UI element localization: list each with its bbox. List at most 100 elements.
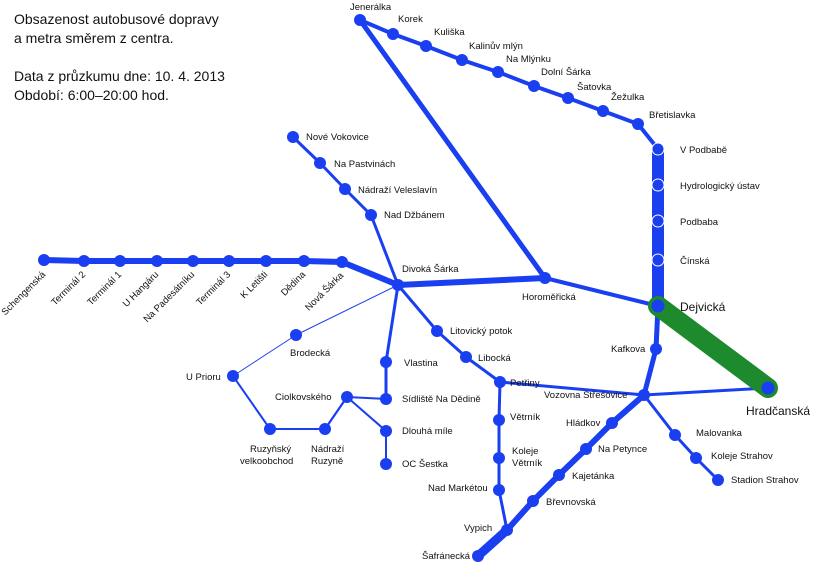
label-kuliska: Kuliška [434,27,465,38]
route-segment [543,276,660,308]
stop-nova-sarka[interactable] [336,256,348,268]
metro-line [648,296,778,398]
stop-na-mlynku[interactable] [492,66,504,78]
label-ruzynsky-line2: velkoobchod [240,456,293,467]
header-title-line-2: a metra směrem z centra. [14,30,174,46]
stop-vlastina[interactable] [380,356,392,368]
stop-ciolkovskeho[interactable] [341,391,353,403]
stop-hradcanska[interactable] [758,378,778,398]
label-na-pastvinach: Na Pastvinách [334,159,395,170]
stop-nadrazi-ruzyne[interactable] [319,423,331,435]
stop-markers [38,14,778,562]
stop-dejvicka[interactable] [648,296,668,316]
stop-terminal-3[interactable] [223,255,235,267]
label-stadion-strahov: Stadion Strahov [731,475,799,486]
label-sidliste-na-dedine: Sídliště Na Dědině [402,394,481,405]
label-safranecka: Šafránecká [422,551,471,562]
stop-korek[interactable] [387,28,399,40]
header-time-period: Období: 6:00–20:00 hod. [14,87,169,103]
stop-na-pastvinach[interactable] [314,157,326,169]
stop-schengenska[interactable] [38,254,50,266]
route-segment [41,257,401,288]
stop-dedina[interactable] [298,255,310,267]
label-hradcanska: Hradčanská [746,404,810,418]
route-segment [357,17,548,281]
stop-nad-dzbanem[interactable] [365,209,377,221]
stop-u-hangaru[interactable] [151,255,163,267]
route-segment [498,380,770,397]
stop-safranecka[interactable] [472,550,484,562]
label-vlastina: Vlastina [404,358,439,369]
stop-terminal-2[interactable] [78,255,90,267]
stop-litovicky-potok[interactable] [431,325,443,337]
stop-k-letisti[interactable] [260,255,272,267]
label-hladkov: Hládkov [566,418,601,429]
stop-koleje-strahov[interactable] [690,452,702,464]
stop-na-padesatniku[interactable] [187,255,199,267]
stop-oc-sestka[interactable] [380,458,392,470]
label-bretislavka: Břetislavka [649,110,696,121]
stop-kafkova[interactable] [650,343,662,355]
stop-terminal-1[interactable] [114,255,126,267]
stop-kalinuv-mlyn[interactable] [456,54,468,66]
stop-vetrnik[interactable] [493,414,505,426]
label-zezulka: Žežulka [611,92,645,103]
stop-podbaba[interactable] [651,214,665,228]
stop-hydrologicky-ustav[interactable] [651,178,665,192]
stop-brevnovska[interactable] [527,495,539,507]
stop-kuliska[interactable] [420,40,432,52]
label-oc-sestka: OC Šestka [402,459,449,470]
stop-dlouha-mile[interactable] [380,425,392,437]
stop-kajetanka[interactable] [553,469,565,481]
stop-divoka-sarka[interactable] [392,279,404,291]
label-podbaba: Podbaba [680,217,719,228]
stop-dolni-sarka[interactable] [528,80,540,92]
route-segment [358,18,660,151]
label-brevnovska: Břevnovská [546,497,596,508]
label-vetrnik: Větrník [510,412,540,423]
stop-nadrazi-veleslavin[interactable] [339,183,351,195]
label-k-letisti: K Letišti [238,269,270,301]
stop-u-prioru[interactable] [227,370,239,382]
label-litovicky-potok: Litovický potok [450,326,513,337]
stop-nad-marketou[interactable] [493,484,505,496]
stop-koleje-vetrnik[interactable] [493,452,505,464]
label-korek: Korek [398,14,423,25]
label-nadrazi-ruzyne-line1: Nádraží [311,444,345,455]
label-dlouha-mile: Dlouhá míle [402,426,453,437]
stop-vozovna-stresovice[interactable] [638,389,650,401]
label-horomericka: Horoměřická [522,292,577,303]
stop-ruzynsky-velkoobchod[interactable] [264,423,276,435]
label-hydrologicky-ustav: Hydrologický ústav [680,181,760,192]
label-cinska: Čínská [680,256,710,267]
label-dedina: Dědina [279,269,309,299]
stop-horomericka[interactable] [539,272,551,284]
stop-hladkov[interactable] [606,417,618,429]
stop-zezulka[interactable] [597,105,609,117]
stop-bretislavka[interactable] [632,118,644,130]
route-segment [384,283,400,364]
label-jeneralka: Jenerálka [350,2,392,13]
stop-nove-vokovice[interactable] [287,131,299,143]
label-brodecka: Brodecká [290,348,331,359]
label-koleje-strahov: Koleje Strahov [711,451,773,462]
stop-na-petynce[interactable] [580,443,592,455]
stop-v-podbabe[interactable] [651,142,665,156]
label-kafkova: Kafkova [611,344,646,355]
label-na-mlynku: Na Mlýnku [506,54,551,65]
label-ruzynsky-line1: Ruzyňský [250,444,291,455]
stop-satovka[interactable] [562,92,574,104]
stop-libocka[interactable] [460,351,472,363]
stop-brodecka[interactable] [290,329,302,341]
label-terminal-3: Terminál 3 [194,269,233,308]
stop-sidliste-na-dedine[interactable] [380,393,392,405]
stop-vypich[interactable] [501,524,513,536]
stop-jeneralka[interactable] [354,14,366,26]
stop-cinska[interactable] [651,253,665,267]
stop-stadion-strahov[interactable] [712,474,724,486]
stop-petriny[interactable] [494,376,506,388]
stop-malovanka[interactable] [669,429,681,441]
label-v-podbabe: V Podbabě [680,145,727,156]
label-ciolkovskeho: Ciolkovského [275,392,332,403]
